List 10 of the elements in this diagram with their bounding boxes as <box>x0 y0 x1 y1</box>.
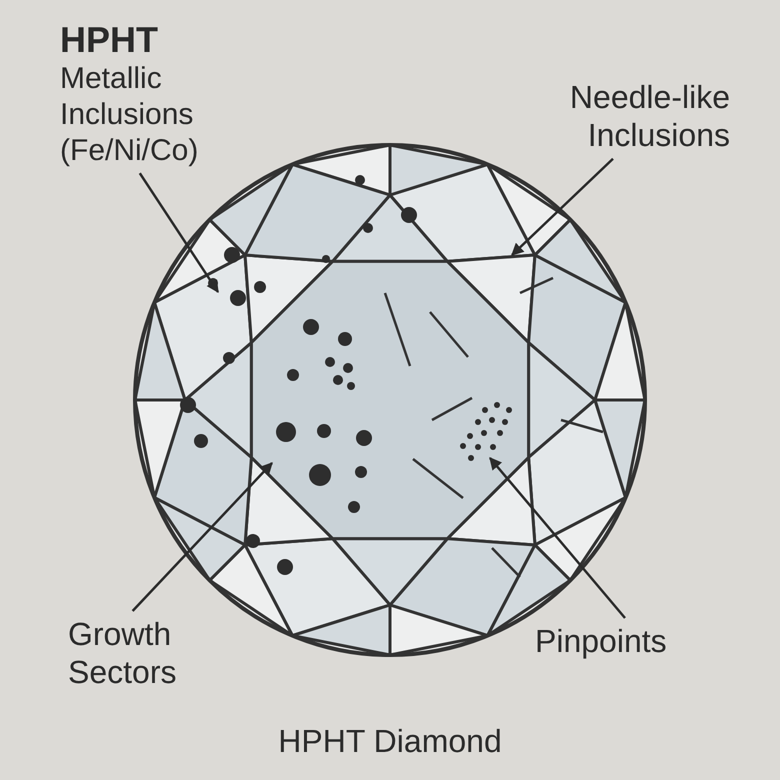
callout-label: Metallic Inclusions (Fe/Ni/Co) <box>60 61 200 170</box>
callout-label: Needle-like Inclusions <box>568 78 730 155</box>
leader-arrow <box>489 457 626 619</box>
leader-arrow <box>132 462 273 612</box>
callout-label: HPHT <box>60 18 158 62</box>
diagram-title: HPHT Diamond <box>278 723 502 759</box>
callout-label: Pinpoints <box>535 622 667 660</box>
callout-label: Growth Sectors <box>68 615 178 692</box>
leader-arrow <box>511 158 614 256</box>
leader-arrow <box>138 172 220 294</box>
